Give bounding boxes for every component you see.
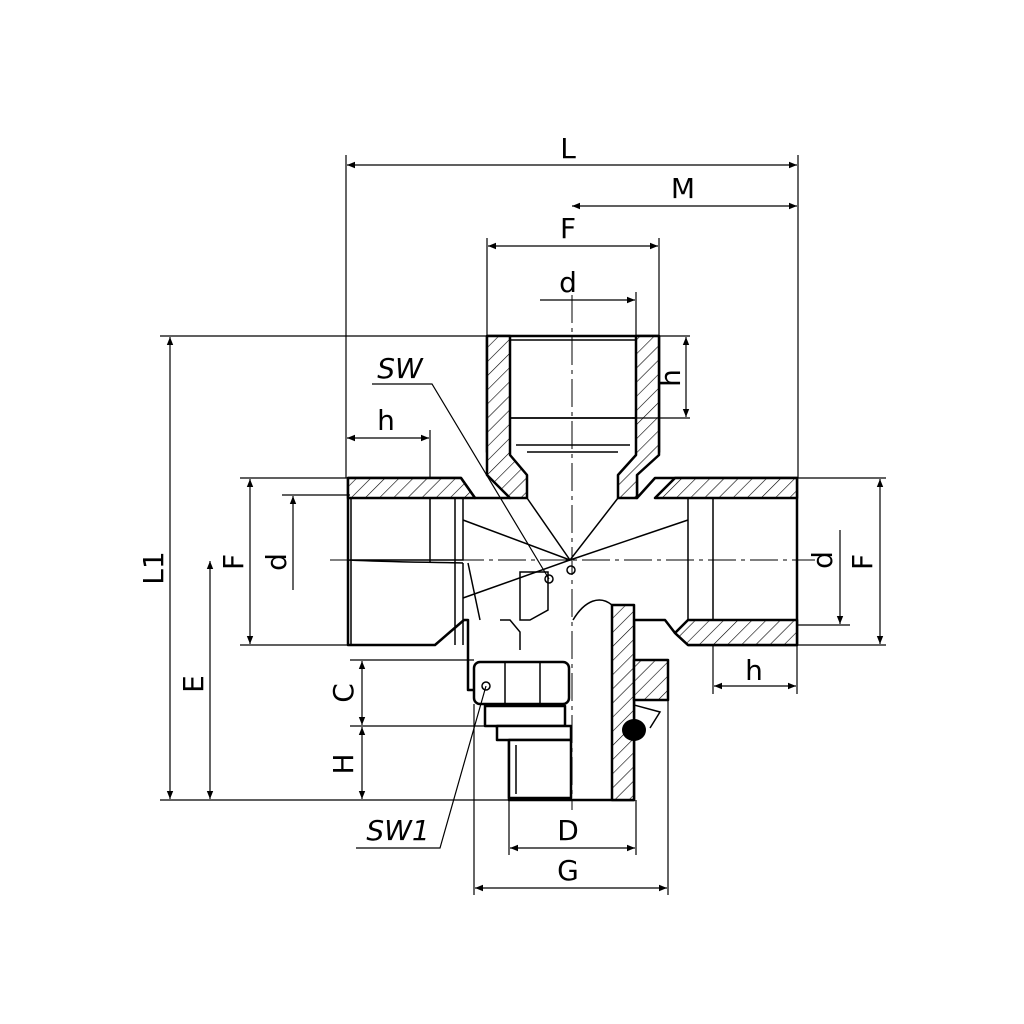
bolt-section: [610, 603, 636, 802]
extension-lines: [160, 155, 886, 895]
label-h-right: h: [745, 654, 763, 687]
hex-nut: [472, 660, 571, 706]
dimension-lines: [166, 161, 884, 892]
top-port-right-wall: [616, 334, 661, 500]
left-port-top-wall: [346, 476, 477, 500]
label-h-top: h: [654, 369, 687, 387]
label-h-left: h: [377, 404, 395, 437]
label-d-top: d: [559, 266, 577, 299]
label-F-right: F: [846, 554, 879, 570]
label-D: D: [557, 814, 579, 847]
thread: [507, 738, 573, 800]
center-lines: [330, 295, 815, 810]
label-SW: SW: [377, 352, 424, 385]
leader-lines: [356, 383, 550, 849]
seal-ring: [632, 658, 670, 702]
right-port-top-wall: [653, 476, 799, 500]
o-ring: [622, 719, 646, 741]
label-F-left: F: [217, 554, 250, 570]
label-G: G: [557, 854, 579, 887]
label-SW1: SW1: [366, 814, 429, 847]
label-d-right: d: [806, 551, 839, 569]
labels: L M F d h SW h F d L1 E C H SW1 D G d F …: [137, 132, 879, 887]
label-L: L: [560, 132, 576, 165]
label-E: E: [177, 675, 210, 693]
label-H: H: [327, 753, 360, 774]
label-M: M: [671, 172, 695, 205]
label-C: C: [327, 683, 360, 703]
label-d-left: d: [260, 553, 293, 571]
label-L1: L1: [137, 551, 170, 584]
label-F-top: F: [560, 212, 576, 245]
right-port-bottom-wall: [673, 618, 799, 647]
